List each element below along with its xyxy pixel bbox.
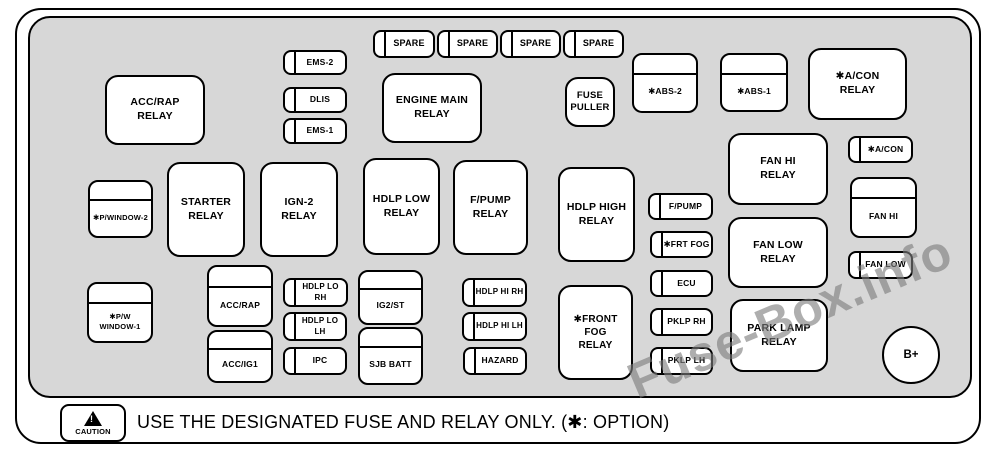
fuse-hdlp-hi-rh: HDLP HI RH (462, 278, 527, 307)
fuse-label: ✱FRT FOG (663, 238, 710, 249)
fuse-label: IPC (312, 355, 328, 366)
fuse-label: FAN LOW (865, 259, 906, 270)
fuse-label: ✱P/W WINDOW-1 (99, 311, 141, 331)
fuse-fan-hi: FAN HI (850, 177, 917, 238)
relay-ign-2-relay: IGN-2 RELAY (260, 162, 338, 257)
fuse-label: HDLP HI RH (475, 287, 524, 297)
fuse-a-con: ✱A/CON (848, 136, 913, 163)
relay-fan-low-relay: FAN LOW RELAY (728, 217, 828, 288)
fuse-ems-2: EMS-2 (283, 50, 347, 75)
relay-label: ACC/RAP RELAY (130, 96, 180, 122)
fuse-label: SPARE (456, 38, 489, 49)
fuse-label: F/PUMP (668, 200, 703, 211)
battery-positive-terminal: B+ (882, 326, 940, 384)
relay-label: ENGINE MAIN RELAY (395, 94, 469, 120)
fuse-fan-low: FAN LOW (848, 251, 913, 279)
fuse-ems-1: EMS-1 (283, 118, 347, 144)
relay-hdlp-low-relay: HDLP LOW RELAY (363, 158, 440, 255)
battery-terminal-label: B+ (903, 349, 919, 361)
relay-acc-rap-relay: ACC/RAP RELAY (105, 75, 205, 145)
relay-fuse-puller: FUSE PULLER (565, 77, 615, 127)
fuse-spare: SPARE (373, 30, 435, 58)
fuse-hdlp-hi-lh: HDLP HI LH (462, 312, 527, 341)
fuse-acc-ig1: ACC/IG1 (207, 330, 273, 383)
fuse-label: HAZARD (481, 355, 519, 366)
fuse-hdlp-lo-rh: HDLP LO RH (283, 278, 348, 307)
fuse-label: EMS-1 (306, 125, 334, 136)
relay-label: ✱FRONT FOG RELAY (573, 314, 618, 351)
relay-label: STARTER RELAY (180, 195, 232, 222)
fuse-label: SPARE (519, 38, 552, 49)
fuse-abs-1: ✱ABS-1 (720, 53, 788, 112)
relay-starter-relay: STARTER RELAY (167, 162, 245, 257)
caution-text: USE THE DESIGNATED FUSE AND RELAY ONLY. … (137, 411, 670, 432)
fuse-p-window-2: ✱P/WINDOW-2 (88, 180, 153, 238)
fuse-label: SPARE (582, 38, 615, 49)
relay-label: FAN LOW RELAY (753, 238, 803, 265)
relay-label: HDLP LOW RELAY (372, 192, 431, 219)
relay-label: FAN HI RELAY (760, 155, 796, 181)
fuse-label: HDLP HI LH (476, 321, 523, 331)
fuse-label: ✱ABS-1 (737, 85, 771, 96)
fuse-label: HDLP LO RH (302, 282, 339, 302)
caution-badge: ! CAUTION (60, 404, 126, 442)
fuse-abs-2: ✱ABS-2 (632, 53, 698, 113)
fuse-spare: SPARE (500, 30, 561, 58)
fuse-label: ACC/RAP (219, 299, 261, 310)
fuse-label: IG2/ST (376, 300, 405, 311)
fuse-hazard: HAZARD (463, 347, 527, 375)
fuse-label: DLIS (309, 94, 331, 105)
relay-fan-hi-relay: FAN HI RELAY (728, 133, 828, 205)
fuse-label: SJB BATT (369, 359, 412, 370)
fuse-label: ✱P/WINDOW-2 (93, 212, 148, 222)
caution-badge-label: CAUTION (75, 426, 111, 436)
fuse-hdlp-lo-lh: HDLP LO LH (283, 312, 347, 341)
fuse-acc-rap: ACC/RAP (207, 265, 273, 327)
fuse-sjb-batt: SJB BATT (358, 327, 423, 385)
fuse-ig2-st: IG2/ST (358, 270, 423, 325)
fuse-label: PKLP LH (667, 355, 706, 366)
relay-hdlp-high-relay: HDLP HIGH RELAY (558, 167, 635, 262)
fuse-ipc: IPC (283, 347, 347, 375)
relay-label: PARK LAMP RELAY (747, 321, 811, 348)
relay-label: F/PUMP RELAY (470, 193, 511, 220)
relay-label: HDLP HIGH RELAY (566, 200, 627, 227)
relay-label: IGN-2 RELAY (281, 195, 317, 222)
fuse-label: ✱A/CON (867, 143, 904, 154)
fuse-label: SPARE (393, 38, 425, 49)
relay-label: ✱A/CON RELAY (835, 70, 880, 96)
fuse-label: FAN HI (868, 211, 899, 222)
fuse-pklp-rh: PKLP RH (650, 308, 713, 336)
fuse-frt-fog: ✱FRT FOG (650, 231, 713, 258)
fuse-spare: SPARE (437, 30, 498, 58)
warning-triangle-icon: ! (84, 410, 102, 426)
relay-label: FUSE PULLER (570, 89, 610, 113)
fuse-p-w-window-1: ✱P/W WINDOW-1 (87, 282, 153, 343)
fuse-dlis: DLIS (283, 87, 347, 113)
fuse-label: ✱ABS-2 (648, 86, 682, 97)
fuse-label: EMS-2 (306, 56, 334, 67)
relay-f-pump-relay: F/PUMP RELAY (453, 160, 528, 255)
fuse-f-pump: F/PUMP (648, 193, 713, 220)
relay-park-lamp-relay: PARK LAMP RELAY (730, 299, 828, 372)
relay-engine-main-relay: ENGINE MAIN RELAY (382, 73, 482, 143)
warning-exclamation: ! (90, 413, 93, 424)
fuse-label: PKLP RH (667, 316, 706, 327)
fuse-label: ACC/IG1 (222, 358, 258, 369)
relay-a-con-relay: ✱A/CON RELAY (808, 48, 907, 120)
fuse-pklp-lh: PKLP LH (650, 347, 713, 375)
fuse-spare: SPARE (563, 30, 624, 58)
fuse-label: HDLP LO LH (301, 316, 339, 336)
fuse-ecu: ECU (650, 270, 713, 297)
relay-front-fog-relay: ✱FRONT FOG RELAY (558, 285, 633, 380)
fuse-label: ECU (677, 277, 696, 288)
